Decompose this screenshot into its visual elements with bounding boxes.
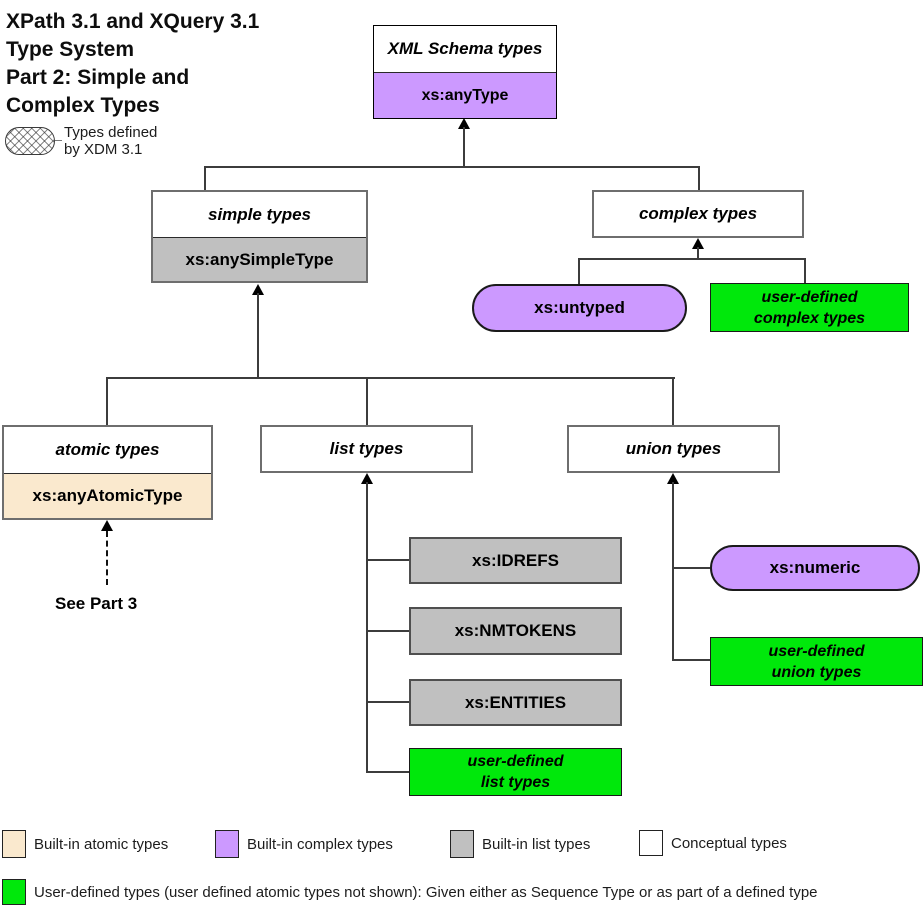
arrowhead-to-anytype: [458, 118, 470, 129]
arrowhead-to-anysimpletype: [252, 284, 264, 295]
legend-item-conceptual: Conceptual types: [639, 830, 787, 856]
node-atomic-types: atomic types xs:anyAtomicType: [2, 425, 213, 520]
connector-line: [367, 630, 409, 632]
legend-label: Built-in atomic types: [34, 835, 169, 853]
connector-line: [697, 247, 699, 260]
arrowhead-to-complex-types: [692, 238, 704, 249]
builtin-complex-swatch: [215, 830, 239, 858]
legend-label: Built-in complex types: [247, 835, 393, 853]
connector-line: [367, 701, 409, 703]
connector-line: [366, 482, 368, 773]
see-part-3-label: See Part 3: [55, 594, 138, 613]
xs-anysimpletype-box: xs:anySimpleType: [153, 237, 366, 281]
xs-idrefs-box: xs:IDREFS: [409, 537, 622, 584]
simple-types-header: simple types: [208, 204, 311, 224]
legend-item-user-defined: User-defined types (user defined atomic …: [2, 879, 818, 905]
xdm-hatched-pill-icon: [5, 127, 55, 155]
node-simple-types: simple types xs:anySimpleType: [151, 190, 368, 283]
xs-anytype-box: xs:anyType: [374, 72, 556, 118]
atomic-types-header: atomic types: [55, 440, 160, 459]
node-complex-types: complex types: [592, 190, 804, 238]
legend-item-builtin-list: Built-in list types: [450, 830, 590, 858]
xs-nmtokens-box: xs:NMTOKENS: [409, 607, 622, 655]
xs-untyped-pill: xs:untyped: [472, 284, 687, 332]
legend-item-builtin-complex: Built-in complex types: [215, 830, 393, 858]
union-types-header: union types: [625, 439, 722, 458]
connector-line: [673, 567, 710, 569]
xdm-note: Types defined by XDM 3.1: [64, 124, 158, 158]
complex-types-header: complex types: [638, 204, 758, 223]
builtin-list-swatch: [450, 830, 474, 858]
connector-line: [672, 482, 674, 661]
connector-line: [672, 377, 674, 425]
connector-line: [698, 166, 700, 191]
xs-anyatomictype-box: xs:anyAtomicType: [4, 473, 211, 518]
connector-line: [366, 377, 368, 425]
arrowhead-to-union-types: [667, 473, 679, 484]
node-list-types: list types: [260, 425, 473, 473]
connector-line: [463, 127, 465, 168]
connector-line: [367, 771, 409, 773]
xs-entities-box: xs:ENTITIES: [409, 679, 622, 726]
legend-label: User-defined types (user defined atomic …: [34, 883, 818, 901]
builtin-atomic-swatch: [2, 830, 26, 858]
connector-line: [257, 293, 259, 379]
list-types-header: list types: [329, 439, 404, 458]
user-defined-complex-types-box: user-defined complex types: [710, 283, 909, 332]
node-union-types: union types: [567, 425, 780, 473]
legend-label: Conceptual types: [671, 834, 787, 852]
legend-item-builtin-atomic: Built-in atomic types: [2, 830, 168, 858]
connector-line: [579, 258, 806, 260]
connector-line: [578, 258, 580, 284]
arrowhead-to-anyatomictype: [101, 520, 113, 531]
arrowhead-to-list-types: [361, 473, 373, 484]
user-defined-union-types-box: user-defined union types: [710, 637, 923, 686]
connector-line: [106, 377, 108, 425]
user-defined-swatch: [2, 879, 26, 905]
dashed-connector-line: [106, 531, 108, 585]
node-xml-schema-types: XML Schema types xs:anyType: [373, 25, 557, 119]
connector-line: [204, 166, 206, 191]
connector-line: [205, 166, 700, 168]
connector-line: [804, 258, 806, 283]
xs-numeric-pill: xs:numeric: [710, 545, 920, 591]
conceptual-swatch: [639, 830, 663, 856]
connector-line: [367, 559, 409, 561]
xml-schema-types-header: XML Schema types: [387, 39, 543, 58]
xdm-pill-tick: [55, 140, 62, 141]
user-defined-list-types-box: user-defined list types: [409, 748, 622, 796]
diagram-title: XPath 3.1 and XQuery 3.1 Type System Par…: [6, 10, 260, 117]
legend-label: Built-in list types: [482, 835, 591, 853]
connector-line: [107, 377, 675, 379]
connector-line: [673, 659, 710, 661]
